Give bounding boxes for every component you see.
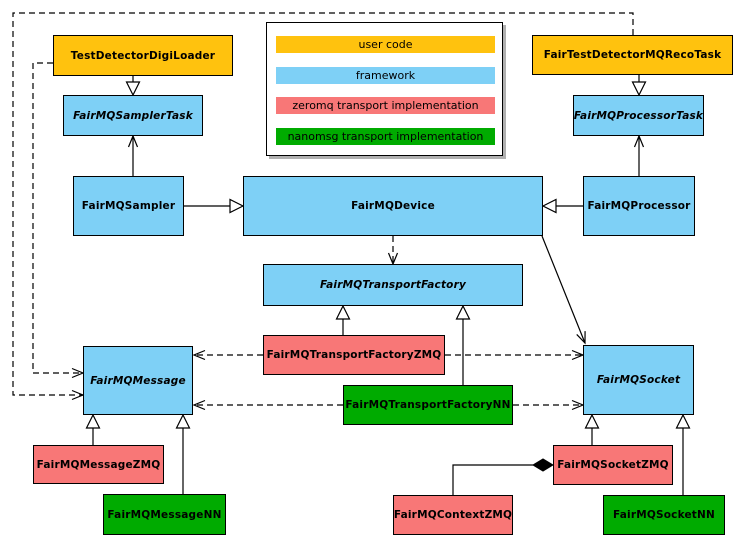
class-label: FairMQSocketZMQ	[557, 459, 669, 471]
class-label: FairMQTransportFactoryZMQ	[266, 349, 442, 361]
legend-label: nanomsg transport implementation	[287, 129, 484, 143]
class-box-fairmqmessagenn: FairMQMessageNN	[103, 494, 226, 535]
class-box-fairmqprocessortask: FairMQProcessorTask	[573, 95, 704, 136]
class-label: FairMQProcessor	[587, 200, 691, 212]
class-box-fairtestdetectormqrecotask: FairTestDetectorMQRecoTask	[532, 35, 733, 75]
class-label: FairMQSocketNN	[612, 509, 715, 521]
class-label: TestDetectorDigiLoader	[70, 49, 216, 62]
class-label: FairMQTransportFactoryNN	[345, 399, 511, 411]
class-label: FairMQSocket	[596, 374, 681, 386]
legend-item-user_code: user code	[276, 36, 495, 53]
legend-label: framework	[355, 68, 416, 82]
class-box-fairmqcontextzmq: FairMQContextZMQ	[393, 495, 513, 535]
legend-box: user code framework zeromq transport imple…	[266, 22, 503, 156]
edge-inheritance-TestDetectorDigiLoader-FairMQSamplerTask	[125, 76, 141, 97]
class-label: FairMQMessageZMQ	[36, 458, 161, 471]
edge-dependency-FairMQTransportFactoryZMQ-FairMQSocket	[445, 349, 585, 361]
edge-inheritance-FairMQTransportFactoryNN-FairMQTransportFactory	[455, 304, 471, 385]
class-box-testdetectordigiloader: TestDetectorDigiLoader	[53, 35, 233, 76]
edge-inheritance-FairMQProcessor-FairMQDevice	[541, 198, 583, 214]
class-label: FairTestDetectorMQRecoTask	[543, 49, 722, 61]
class-label: FairMQSampler	[81, 200, 176, 212]
class-label: FairMQDevice	[351, 200, 435, 212]
class-box-fairmqmessage: FairMQMessage	[83, 346, 193, 415]
class-label: FairMQTransportFactory	[319, 279, 467, 291]
class-label: FairMQProcessorTask	[573, 109, 704, 122]
edge-inheritance-FairMQSocketZMQ-FairMQSocket	[584, 413, 600, 445]
edge-inheritance-FairMQMessageNN-FairMQMessage	[175, 413, 191, 494]
class-box-fairmqsocket: FairMQSocket	[583, 345, 694, 415]
edge-dependency-FairMQTransportFactoryNN-FairMQSocket	[513, 399, 585, 411]
legend-label: zeromq transport implementation	[292, 99, 479, 112]
class-box-fairmqtransportfactorynn: FairMQTransportFactoryNN	[343, 385, 513, 425]
edge-inheritance-FairMQTransportFactoryZMQ-FairMQTransportFactory	[335, 304, 351, 335]
edge-inheritance-FairMQMessageZMQ-FairMQMessage	[85, 413, 101, 445]
class-box-fairmqtransportfactoryzmq: FairMQTransportFactoryZMQ	[263, 335, 445, 375]
class-box-fairmqsocketzmq: FairMQSocketZMQ	[553, 445, 673, 485]
legend-item-framework: framework	[276, 66, 495, 84]
class-box-fairmqtransportfactory: FairMQTransportFactory	[263, 264, 523, 306]
edge-association-FairMQDevice-FairMQSocket	[541, 235, 586, 345]
edge-inheritance-FairMQSocketNN-FairMQSocket	[675, 413, 691, 495]
legend-label: user code	[358, 38, 413, 51]
class-box-fairmqprocessor: FairMQProcessor	[583, 176, 695, 236]
edge-association-FairMQProcessor-FairMQProcessorTask	[633, 134, 645, 176]
edge-inheritance-FairMQSampler-FairMQDevice	[184, 198, 245, 214]
class-label: FairMQContextZMQ	[393, 509, 513, 521]
class-box-fairmqsocketnn: FairMQSocketNN	[603, 495, 725, 535]
class-box-fairmqsamplertask: FairMQSamplerTask	[63, 95, 203, 136]
edge-dependency-FairMQTransportFactoryZMQ-FairMQMessage	[192, 349, 263, 361]
edge-dependency-FairMQDevice-FairMQTransportFactory	[387, 236, 399, 266]
class-label: FairMQSamplerTask	[73, 109, 193, 122]
edge-composition-FairMQContextZMQ-FairMQSocketZMQ	[452, 458, 554, 495]
class-box-fairmqsampler: FairMQSampler	[73, 176, 184, 236]
class-box-fairmqdevice: FairMQDevice	[243, 176, 543, 236]
class-label: FairMQMessageNN	[107, 508, 222, 521]
edge-dependency-FairMQTransportFactoryNN-FairMQMessage	[192, 399, 343, 411]
legend-item-zeromq: zeromq transport implementation	[276, 97, 495, 114]
edge-association-FairMQSampler-FairMQSamplerTask	[127, 134, 139, 176]
class-box-fairmqmessagezmq: FairMQMessageZMQ	[33, 445, 164, 484]
legend-item-nanomsg: nanomsg transport implementation	[276, 127, 495, 145]
class-label: FairMQMessage	[90, 374, 186, 387]
edge-inheritance-FairTestDetectorMQRecoTask-FairMQProcessorTask	[631, 75, 647, 97]
